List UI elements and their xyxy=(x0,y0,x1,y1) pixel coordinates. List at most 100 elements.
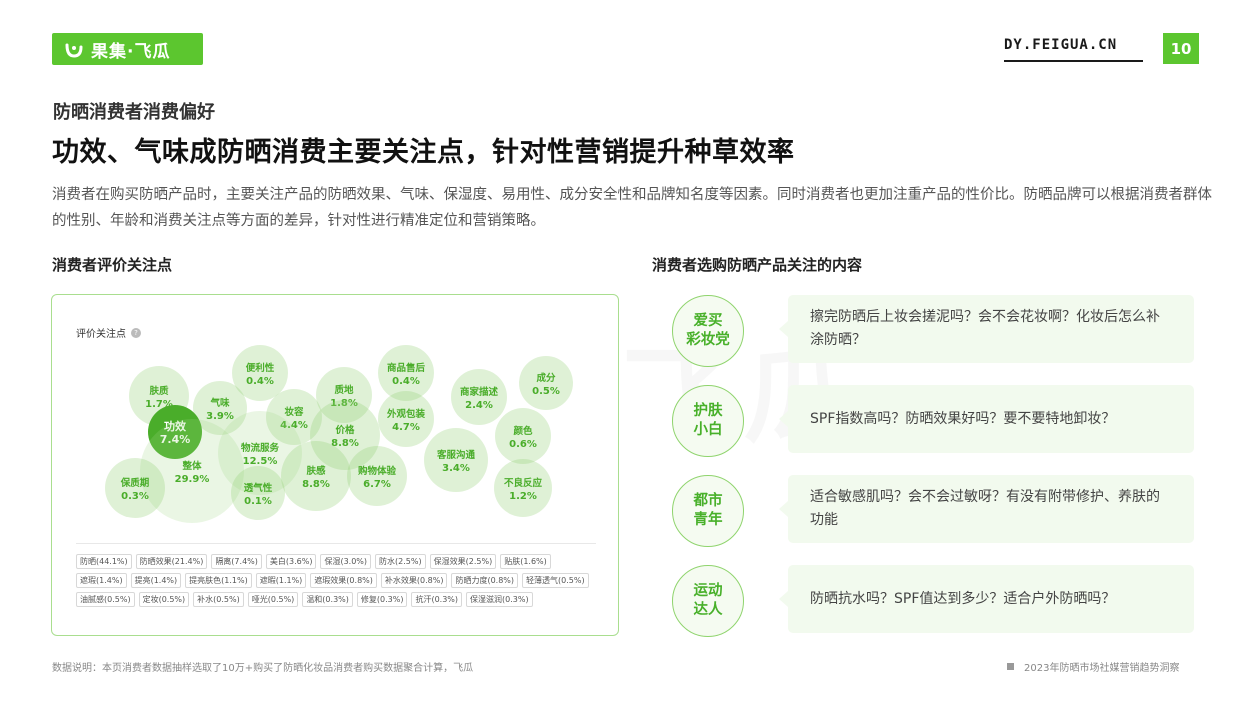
bubble-label: 购物体验 xyxy=(358,465,397,477)
bubble-质地[interactable] xyxy=(316,367,372,423)
right-subtitle: 消费者选购防晒产品关注的内容 xyxy=(652,256,863,274)
bubble-value: 6.7% xyxy=(363,479,391,490)
bubble-label: 客服沟通 xyxy=(436,449,476,461)
persona-label-line1: 爱买 xyxy=(693,313,723,329)
bubble-妆容[interactable] xyxy=(266,389,322,445)
keyword-tag: 抗汗(0.3%) xyxy=(411,592,463,607)
persona-label-line2: 达人 xyxy=(693,602,723,618)
bubble-成分[interactable] xyxy=(519,356,573,410)
page-number: 10 xyxy=(1163,33,1199,64)
concern-box: 擦完防晒后上妆会搓泥吗？会不会花妆啊？化妆后怎么补涂防晒？ xyxy=(779,295,1194,363)
keyword-tag: 哑光(0.5%) xyxy=(247,592,299,607)
page-title: 功效、气味成防晒消费主要关注点，针对性营销提升种草效率 xyxy=(52,137,795,168)
persona-label-line2: 彩妆党 xyxy=(686,332,730,348)
bubble-value: 0.6% xyxy=(509,439,537,450)
keyword-tag: 防晒力度(0.8%) xyxy=(451,573,519,588)
bubble-label: 保质期 xyxy=(120,477,150,489)
concern-text: 防晒抗水吗？SPF值达到多少？适合户外防晒吗？ xyxy=(810,590,1116,607)
bubble-label: 功效 xyxy=(164,419,187,433)
keyword-tag: 美白(3.6%) xyxy=(265,554,317,569)
bubble-label: 商家描述 xyxy=(460,386,499,398)
bubble-value: 1.8% xyxy=(330,398,358,409)
panel-title: 评价关注点 ? xyxy=(76,325,141,340)
summary-text: 消费者在购买防晒产品时，主要关注产品的防晒效果、气味、保湿度、易用性、成分安全性… xyxy=(52,187,1212,229)
info-icon[interactable]: ? xyxy=(131,327,141,338)
data-note: 数据说明：本页消费者数据抽样选取了10万+购买了防晒化妆品消费者购买数据聚合计算… xyxy=(52,663,474,674)
bubble-value: 3.4% xyxy=(442,463,470,474)
bubble-label: 成分 xyxy=(536,372,556,384)
bubble-商家描述[interactable] xyxy=(451,369,507,425)
bubble-颜色[interactable] xyxy=(495,408,551,464)
bubble-气味[interactable] xyxy=(193,381,247,435)
keyword-tag: 修复(0.3%) xyxy=(356,592,408,607)
bubble-整体[interactable] xyxy=(140,419,244,523)
panel-title-text: 评价关注点 xyxy=(76,329,126,340)
bubble-panel: 评价关注点 ? 肤质1.7%便利性0.4%气味3.9%妆容4.4%质地1.8%商… xyxy=(51,294,619,636)
keyword-tag: 提亮(1.4%) xyxy=(130,573,182,588)
bubble-value: 0.3% xyxy=(121,491,149,502)
persona-label-line1: 护肤 xyxy=(693,403,723,419)
persona-circle: 护肤小白 xyxy=(672,385,744,457)
bubble-label: 妆容 xyxy=(284,406,304,418)
site-url-underline xyxy=(1004,60,1143,62)
bubble-label: 商品售后 xyxy=(387,362,426,374)
persona-label-line2: 小白 xyxy=(693,422,723,438)
keyword-tag: 隔离(7.4%) xyxy=(211,554,262,569)
bubble-label: 整体 xyxy=(181,460,202,472)
keyword-tag: 防水(2.5%) xyxy=(375,554,426,569)
bubble-value: 0.4% xyxy=(246,376,274,387)
keyword-tag: 补水效果(0.8%) xyxy=(380,573,448,588)
bubble-value: 0.4% xyxy=(392,376,420,387)
bubble-value: 8.8% xyxy=(302,479,330,490)
concern-box: SPF指数高吗？防晒效果好吗？要不要特地卸妆？ xyxy=(779,385,1194,453)
bubble-label: 肤感 xyxy=(306,465,326,477)
keyword-tag: 贴肤(1.6%) xyxy=(500,554,551,569)
keyword-tag: 遮瑕(1.4%) xyxy=(76,573,127,588)
bubble-保质期[interactable] xyxy=(105,458,165,518)
bubble-购物体验[interactable] xyxy=(347,446,407,506)
keyword-tag: 油腻感(0.5%) xyxy=(76,592,135,607)
bubble-外观包装[interactable] xyxy=(378,391,434,447)
bubble-label: 颜色 xyxy=(513,425,533,437)
persona-circle: 都市青年 xyxy=(672,475,744,547)
concern-text: SPF指数高吗？防晒效果好吗？要不要特地卸妆？ xyxy=(810,410,1116,427)
bubble-label: 质地 xyxy=(334,384,354,396)
bubble-value: 29.9% xyxy=(175,474,210,485)
section-label: 防晒消费者消费偏好 xyxy=(53,102,215,123)
keyword-tag: 遮瑕效果(0.8%) xyxy=(310,573,377,588)
concern-box: 适合敏感肌吗？会不会过敏呀？有没有附带修护、养肤的功能 xyxy=(779,475,1194,543)
bubble-物流服务[interactable] xyxy=(218,411,302,495)
keyword-tag: 遮暇(1.1%) xyxy=(255,573,307,588)
site-url[interactable]: DY.FEIGUA.CN xyxy=(1004,37,1118,53)
brand-logo[interactable]: 果集·飞瓜 xyxy=(52,33,203,65)
bubble-value: 2.4% xyxy=(465,400,493,411)
bubble-value: 0.1% xyxy=(244,496,272,507)
report-name: 2023年防晒市场社媒营销趋势洞察 xyxy=(1007,659,1179,674)
bubble-不良反应[interactable] xyxy=(494,459,552,517)
logo-text: 果集·飞瓜 xyxy=(91,41,171,62)
keyword-tag: 保湿效果(2.5%) xyxy=(429,554,497,569)
bubble-chart: 肤质1.7%便利性0.4%气味3.9%妆容4.4%质地1.8%商品售后0.4%外… xyxy=(105,345,573,523)
keyword-tag: 防晒效果(21.4%) xyxy=(135,554,208,569)
bubble-商品售后[interactable] xyxy=(378,345,434,401)
bubble-透气性[interactable] xyxy=(231,466,285,520)
bubble-便利性[interactable] xyxy=(232,345,288,401)
bubble-label: 不良反应 xyxy=(504,477,543,489)
bubble-label: 价格 xyxy=(335,424,355,436)
bubble-客服沟通[interactable] xyxy=(424,428,488,492)
bubble-肤感[interactable] xyxy=(281,441,351,511)
persona-label-line1: 运动 xyxy=(693,583,723,599)
bubble-value: 0.5% xyxy=(532,386,560,397)
bubble-价格[interactable] xyxy=(310,400,380,470)
bubble-value: 3.9% xyxy=(206,411,234,422)
keyword-tag-list: 防晒(44.1%)防晒效果(21.4%)隔离(7.4%)美白(3.6%)保湿(3… xyxy=(76,543,596,607)
bubble-label: 气味 xyxy=(209,397,230,409)
bubble-value: 7.4% xyxy=(160,433,191,446)
bubble-label: 便利性 xyxy=(246,362,275,374)
bubble-value: 1.2% xyxy=(509,491,537,502)
persona-label-line2: 青年 xyxy=(693,512,723,528)
keyword-tag: 温和(0.3%) xyxy=(302,592,353,607)
keyword-tag: 保湿滋润(0.3%) xyxy=(466,592,533,607)
bubble-value: 12.5% xyxy=(243,456,278,467)
bubble-功效[interactable] xyxy=(148,405,202,459)
